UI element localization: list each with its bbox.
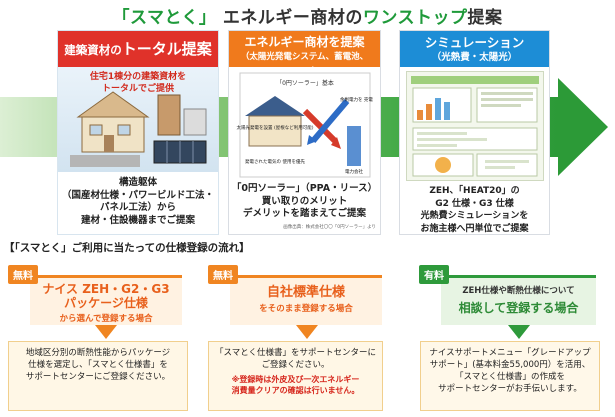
diagram-top-label: 「0円ソーラー」基本 [276,79,334,87]
card-header-sub: （光熱費・太陽光） [431,52,518,63]
arrow-head-icon [558,78,608,176]
card-header-big: トータル提案 [121,40,212,58]
diagram-right-label: 余剰電力を 売電 [340,96,373,103]
option-main: 自社標準仕様 [266,285,345,300]
diagram-bottom-label: 電力会社 [345,168,363,175]
price-badge-free: 無料 [208,265,238,284]
card-header: シミュレーション （光熱費・太陽光） [400,31,549,67]
option-result-text: 「スマとく仕様書」をサポートセンターに ご登録ください。 [215,348,376,370]
title-accent: ワンストップ [362,8,468,28]
card-description: ZEH、「HEAT20」の G2 仕様・G3 仕様 光熱費シミュレーションを お… [420,186,529,234]
option-sub: をそのまま登録する場合 [259,304,353,314]
option-package-spec: ナイス ZEH・G2・G3 パッケージ仕様 から選んで登録する場合 [30,275,182,325]
card-total-proposal: 建築資材のトータル提案 住宅1棟分の建築資材を トータルでご提供 構造躯体 （国… [57,30,219,235]
solar-diagram: 「0円ソーラー」基本 太陽光発電を設置 (屋根など利用可能) 余剰電力を 売電 … [235,71,375,181]
down-arrow-icon [296,325,318,339]
card-description: 構造躯体 （国産材仕様・パワービルド工法・ パネル工法）から 建材・住設機器まで… [61,177,214,226]
title-mid: エネルギー商材の [222,8,363,28]
option-own-standard-spec: 自社標準仕様 をそのまま登録する場合 [230,275,382,325]
card-header: エネルギー商材を提案 （太陽光発電システム、蓄電池、VtoH） [229,31,380,77]
simulation-sheet-thumbnail [406,71,544,181]
card-simulation: シミュレーション （光熱費・太陽光） ZEH、「HEAT20」の G2 仕様・G… [399,30,550,235]
option-main: 相談して登録する場合 [458,301,579,315]
card-description: 「0円ソーラー」（PPA・リース） 買い取りのメリット デメリットを踏まえてご提… [231,183,378,219]
option-consult-spec: ZEH仕様や断熱仕様について 相談して登録する場合 [441,275,596,325]
option-result-text: ナイスサポートメニュー「グレードアップ サポート」(基本料金55,000円）を活… [429,348,591,394]
down-arrow-icon [95,325,117,339]
page-title: 「スマとく」 エネルギー商材のワンストップ提案 [0,3,615,28]
pic-note: 住宅1棟分の建築資材を トータルでご提供 [58,71,218,95]
house-illustration [58,67,218,172]
title-prefix: 「スマとく」 [112,8,217,28]
title-suffix: 提案 [467,8,503,28]
pic-note-line: 住宅1棟分の建築資材を トータルでご提供 [89,72,187,94]
image-credit: 画像出典：株式会社〇〇「0円ソーラー」より [283,225,376,230]
down-arrow-icon [508,325,530,339]
option-warning: ※登録時は外皮及び一次エネルギー 消費量クリアの確認は行いません。 [231,375,360,395]
option-result: 地域区分別の断熱性能からパッケージ 仕様を選定し、「スマとく仕様書」を サポート… [8,341,188,411]
option-main: ナイス ZEH・G2・G3 パッケージ仕様 [42,282,170,310]
option-sub: ZEH仕様や断熱仕様について [462,286,575,296]
option-result-text: 地域区分別の断熱性能からパッケージ 仕様を選定し、「スマとく仕様書」を サポート… [25,348,171,382]
option-result: 「スマとく仕様書」をサポートセンターに ご登録ください。 ※登録時は外皮及び一次… [208,341,383,411]
flow-title: 【「スマとく」ご利用に当たっての仕様登録の流れ】 [4,242,250,254]
card-header-title: シミュレーション [424,35,525,50]
price-badge-free: 無料 [8,265,38,284]
card-header: 建築資材のトータル提案 [58,31,218,67]
card-header-small: 建築資材の [64,43,122,57]
diagram-left-label: 太陽光発電を設置 (屋根など利用可能) [237,124,314,131]
card-energy-proposal: エネルギー商材を提案 （太陽光発電システム、蓄電池、VtoH） 「0円ソーラー」… [228,30,381,235]
option-sub: から選んで登録する場合 [59,314,153,324]
diagram-mid-label: 発電された電気の 使用を優先 [245,158,305,165]
card-header-title: エネルギー商材を提案 [244,35,365,49]
price-badge-paid: 有料 [419,265,449,284]
option-result: ナイスサポートメニュー「グレードアップ サポート」(基本料金55,000円）を活… [420,341,600,411]
